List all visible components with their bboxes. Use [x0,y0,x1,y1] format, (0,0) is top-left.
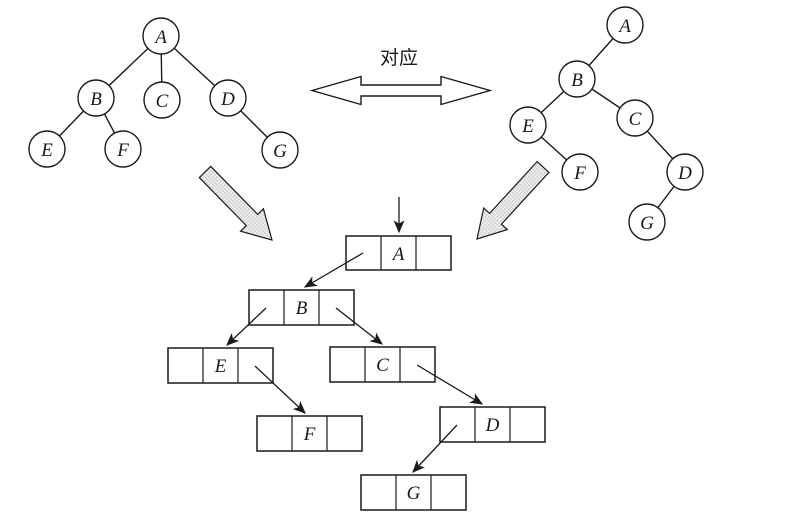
list-node-box [329,346,436,383]
left-tree-node-b: B [77,79,115,117]
left-tree-node-f: F [104,130,142,168]
left-tree-node-a: A [142,17,180,55]
down-right-fat-arrow-icon [198,165,273,241]
tree-node-circle [558,60,596,98]
list-node-label: A [391,244,405,265]
tree-node-circle [28,130,66,168]
right-tree-node-e: E [509,106,547,144]
tree-node-circle [209,79,247,117]
tree-node-circle [666,153,704,191]
right-tree-node-a: A [606,6,644,44]
double-headed-arrow-icon [309,75,493,106]
tree-node-label: E [40,140,53,161]
list-node-g: G [360,474,467,511]
list-node-label: C [376,355,389,376]
tree-node-label: B [90,89,102,110]
list-node-a: A [345,235,452,271]
tree-node-label: G [640,213,654,234]
tree-node-circle [606,6,644,44]
list-node-box [345,235,452,271]
tree-node-circle [561,153,599,191]
list-node-e: E [167,347,274,384]
list-node-label: B [296,298,308,319]
tree-node-circle [616,99,654,137]
list-node-label: E [214,356,227,377]
correspondence-label: 对应 [380,47,418,69]
tree-node-label: A [153,27,167,48]
tree-node-label: C [629,109,642,130]
tree-node-label: C [156,91,169,112]
tree-node-label: F [116,140,129,161]
pointer-e-right-to-f [254,365,306,414]
left-tree-node-g: G [261,131,299,169]
correspondence-group: 对应 [309,47,493,106]
tree-node-label: F [573,163,586,184]
right-tree-node-f: F [561,153,599,191]
left-general-tree: A B C D E F G [28,17,299,169]
linked-storage-representation: A B E C F D [167,197,546,511]
tree-node-circle [509,106,547,144]
list-node-box [167,347,274,384]
tree-node-circle [628,203,666,241]
right-tree-node-b: B [558,60,596,98]
list-node-box [439,406,546,443]
tree-node-label: D [220,89,235,110]
right-tree-node-d: D [666,153,704,191]
tree-node-circle [143,81,181,119]
list-node-box [360,474,467,511]
list-node-box [256,415,363,452]
list-node-d: D [439,406,546,443]
left-tree-node-e: E [28,130,66,168]
pointer-c-right-to-d [416,364,484,405]
list-node-label: F [303,424,316,445]
list-node-b: B [248,289,355,326]
left-tree-node-d: D [209,79,247,117]
left-tree-node-c: C [143,81,181,119]
list-node-box [248,289,355,326]
right-tree-node-g: G [628,203,666,241]
tree-node-label: G [273,141,287,162]
list-node-c: C [329,346,436,383]
list-node-label: G [407,483,421,504]
tree-node-label: A [617,16,631,37]
tree-node-label: B [571,70,583,91]
list-node-f: F [256,415,363,452]
pointer-d-left-to-g [412,424,458,473]
tree-node-circle [142,17,180,55]
tree-node-label: E [521,116,534,137]
right-tree-node-c: C [616,99,654,137]
pointer-b-left-to-e [226,307,267,346]
tree-node-circle [261,131,299,169]
tree-node-label: D [677,163,692,184]
tree-node-circle [77,79,115,117]
tree-node-circle [104,130,142,168]
down-left-fat-arrow-icon [476,160,550,240]
list-node-label: D [485,415,500,436]
pointer-b-right-to-c [335,307,384,345]
pointer-a-left-to-b [303,252,364,288]
right-binary-tree: A B E C F D G [509,6,704,241]
transform-arrows [198,160,550,241]
